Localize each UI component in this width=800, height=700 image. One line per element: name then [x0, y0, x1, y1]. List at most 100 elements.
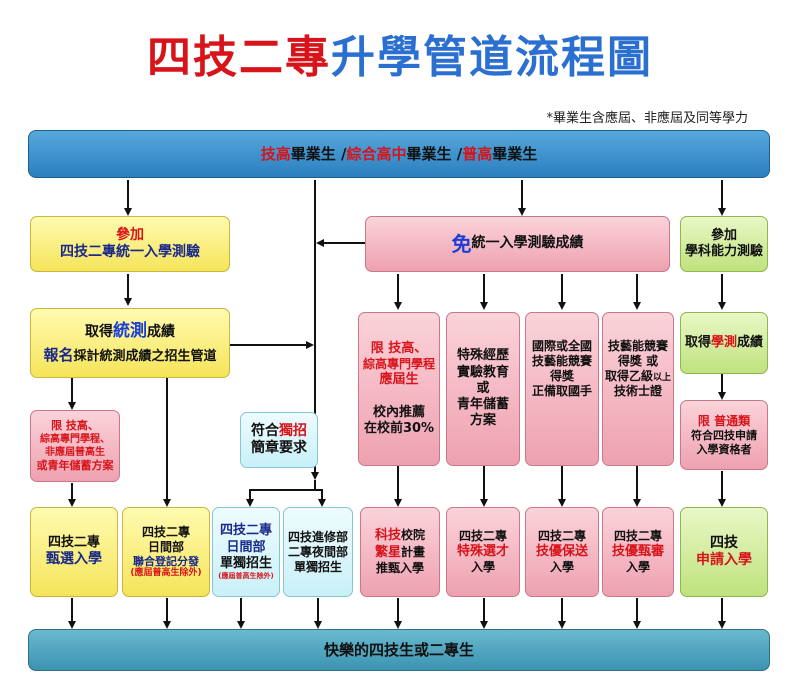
page-title: 四技二專升學管道流程圖 — [0, 32, 800, 84]
box-joint-registration: 四技二專 日間部 聯合登記分發 (應屆普高生除外) — [122, 507, 210, 597]
label-highlight: 繁星 — [374, 544, 401, 560]
label: 符合 — [251, 422, 279, 439]
box-restrict-vocational: 限 技高、 綜高專門學程、 非應屆普高生 或青年儲蓄方案 — [30, 410, 120, 482]
label: 報名採計統測成績之招生管道 — [43, 346, 216, 365]
label: 特殊選才 — [456, 543, 509, 559]
label-highlight: 學測 — [710, 334, 737, 350]
label: 取得乙級 — [604, 369, 653, 383]
label: 限 技高、 — [51, 418, 99, 432]
label: 四技二專 — [537, 528, 586, 543]
label: 取得統測成績 — [85, 321, 175, 342]
label-graduates: 畢業生 / — [290, 144, 347, 163]
label: 聯合登記分發 — [133, 554, 199, 568]
label: 特殊經歷 — [456, 348, 509, 364]
box-competition-award: 國際或全國 技藝能競賽 得獎 正備取國手 — [525, 312, 599, 466]
label: 技術士證 — [613, 384, 662, 399]
box-independent-admission: 符合獨招 簡章要求 — [240, 412, 318, 468]
title-part-blue: 升學管道流程圖 — [331, 32, 653, 83]
box-skill-guarantee: 四技二專 技優保送 入學 — [525, 507, 599, 597]
label-highlight: 獨招 — [279, 422, 307, 439]
box-night-independent: 四技進修部 二專夜間部 單獨招生 — [283, 507, 353, 597]
box-skill-certificate: 技藝能競賽 得獎 或 取得乙級以上 技術士證 — [602, 312, 674, 466]
arrow — [246, 480, 316, 507]
label: 推甄入學 — [375, 560, 424, 575]
label: 單獨招生 — [219, 555, 272, 571]
label: 四技進修部 — [287, 529, 348, 544]
label: 技優保送 — [535, 543, 588, 559]
label: 或 — [476, 380, 490, 396]
label: 四技二專 — [458, 528, 507, 543]
label: (應屆普高生除外) — [218, 572, 274, 580]
label: 參加 — [710, 227, 737, 243]
label: 四技二專 — [613, 528, 662, 543]
label: 國際或全國 — [531, 339, 592, 353]
label: 限 普通類 — [697, 413, 751, 428]
label: 校內推薦 — [372, 404, 425, 420]
label: 正備取國手 — [531, 384, 592, 398]
arrow — [315, 489, 326, 507]
bottom-bar-outcome: 快樂的四技生或二專生 — [28, 629, 770, 671]
box-gsat-score: 取得學測成績 — [680, 312, 768, 374]
label: 四技二專 — [47, 535, 100, 551]
label: 單獨招生 — [293, 559, 342, 574]
label: 四技二專統一入學測驗 — [60, 244, 200, 260]
footnote: *畢業生含應屆、非應屆及同等學力 — [546, 111, 748, 126]
top-bar-graduates: 技高畢業生 /綜合高中畢業生 /普高畢業生 — [28, 130, 770, 178]
label: 入學 — [625, 560, 650, 575]
label: 成績 — [147, 323, 175, 340]
box-application-admission: 四技 申請入學 — [680, 507, 768, 597]
label: 入學 — [549, 560, 574, 575]
label-graduates: 畢業生 / — [406, 144, 463, 163]
label: 科技校院 — [375, 528, 425, 544]
label: 青年儲蓄 — [456, 397, 509, 413]
label: 成績 — [737, 334, 764, 350]
label: 快樂的四技生或二專生 — [323, 640, 474, 659]
label-general: 普高 — [462, 144, 493, 163]
label: 入學資格者 — [696, 442, 752, 456]
label: 四技二專 — [219, 523, 272, 539]
box-day-independent: 四技二專 日間部 單獨招生 (應屆普高生除外) — [212, 507, 280, 597]
label-comprehensive: 綜合高中 — [346, 144, 407, 163]
box-exam-score: 取得統測成績 報名採計統測成績之招生管道 — [30, 308, 230, 378]
label: 在校前30% — [363, 420, 435, 436]
label: 實驗教育 — [456, 364, 509, 380]
label: 申請入學 — [696, 552, 752, 568]
label: 方案 — [469, 413, 496, 429]
label: 日間部 — [226, 539, 266, 555]
label-vocational: 技高 — [260, 144, 291, 163]
label: 甄選入學 — [46, 551, 102, 568]
box-skill-screening: 四技二專 技優甄審 入學 — [602, 507, 674, 597]
label: 技藝能競賽 — [531, 354, 592, 368]
title-part-red: 四技二專 — [147, 32, 331, 83]
label-highlight: 科技 — [374, 528, 401, 544]
label: 綜高專門學程 — [362, 357, 435, 372]
label: 符合獨招 — [251, 423, 307, 441]
label: 得獎 或 — [617, 354, 659, 368]
label: 符合四技申請 — [691, 428, 757, 442]
label: 取得乙級以上 — [605, 369, 671, 384]
box-gsat-restrict: 限 普通類 符合四技申請 入學資格者 — [680, 400, 768, 470]
label: 統一入學測驗成績 — [471, 235, 584, 252]
box-exempt-exam: 免統一入學測驗成績 — [365, 216, 670, 272]
label: 計畫 — [401, 544, 426, 559]
label: 技優甄審 — [611, 543, 664, 559]
label: (應屆普高生除外) — [130, 568, 202, 579]
label: 或青年儲蓄方案 — [36, 459, 114, 472]
label-exempt: 免 — [451, 231, 472, 256]
label: 參加 — [116, 226, 144, 243]
box-special-experience: 特殊經歷 實驗教育 或 青年儲蓄 方案 — [446, 312, 520, 466]
label: 得獎 — [549, 369, 574, 383]
label-highlight: 統測 — [113, 320, 147, 341]
label: 採計統測成績之招生管道 — [73, 349, 217, 364]
box-selection-admission: 四技二專 甄選入學 — [30, 507, 118, 597]
label: 綜高專門學程、 — [40, 434, 110, 445]
label: 取得 — [85, 323, 113, 340]
box-star-plan: 科技校院 繁星計畫 推甄入學 — [360, 507, 440, 597]
label: 以上 — [653, 373, 672, 383]
label: 學科能力測驗 — [684, 244, 763, 259]
label: 繁星計畫 — [375, 545, 425, 561]
box-unified-exam: 參加 四技二專統一入學測驗 — [30, 216, 230, 272]
box-school-recommend: 限 技高、 綜高專門學程 應屆生 校內推薦 在校前30% — [358, 312, 440, 466]
label: 限 技高、 — [370, 341, 428, 356]
label: 校院 — [401, 528, 426, 543]
